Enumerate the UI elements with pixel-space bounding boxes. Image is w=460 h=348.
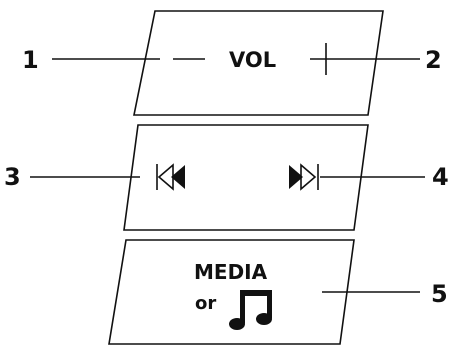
callout-4: 4 — [432, 163, 449, 191]
callout-3: 3 — [4, 163, 21, 191]
skip-next-icon[interactable] — [289, 163, 319, 191]
volume-label: VOL — [229, 48, 276, 72]
callout-1: 1 — [22, 46, 39, 74]
volume-button-panel[interactable] — [133, 10, 384, 116]
skip-previous-icon[interactable] — [156, 163, 185, 191]
track-button-panel[interactable] — [123, 124, 369, 231]
callout-5: 5 — [431, 280, 448, 308]
music-note-icon[interactable] — [229, 290, 272, 330]
or-label: or — [195, 293, 216, 314]
media-button-panel[interactable] — [108, 239, 355, 345]
plus-icon[interactable] — [310, 43, 342, 75]
callout-2: 2 — [425, 46, 442, 74]
media-label: MEDIA — [194, 260, 268, 284]
